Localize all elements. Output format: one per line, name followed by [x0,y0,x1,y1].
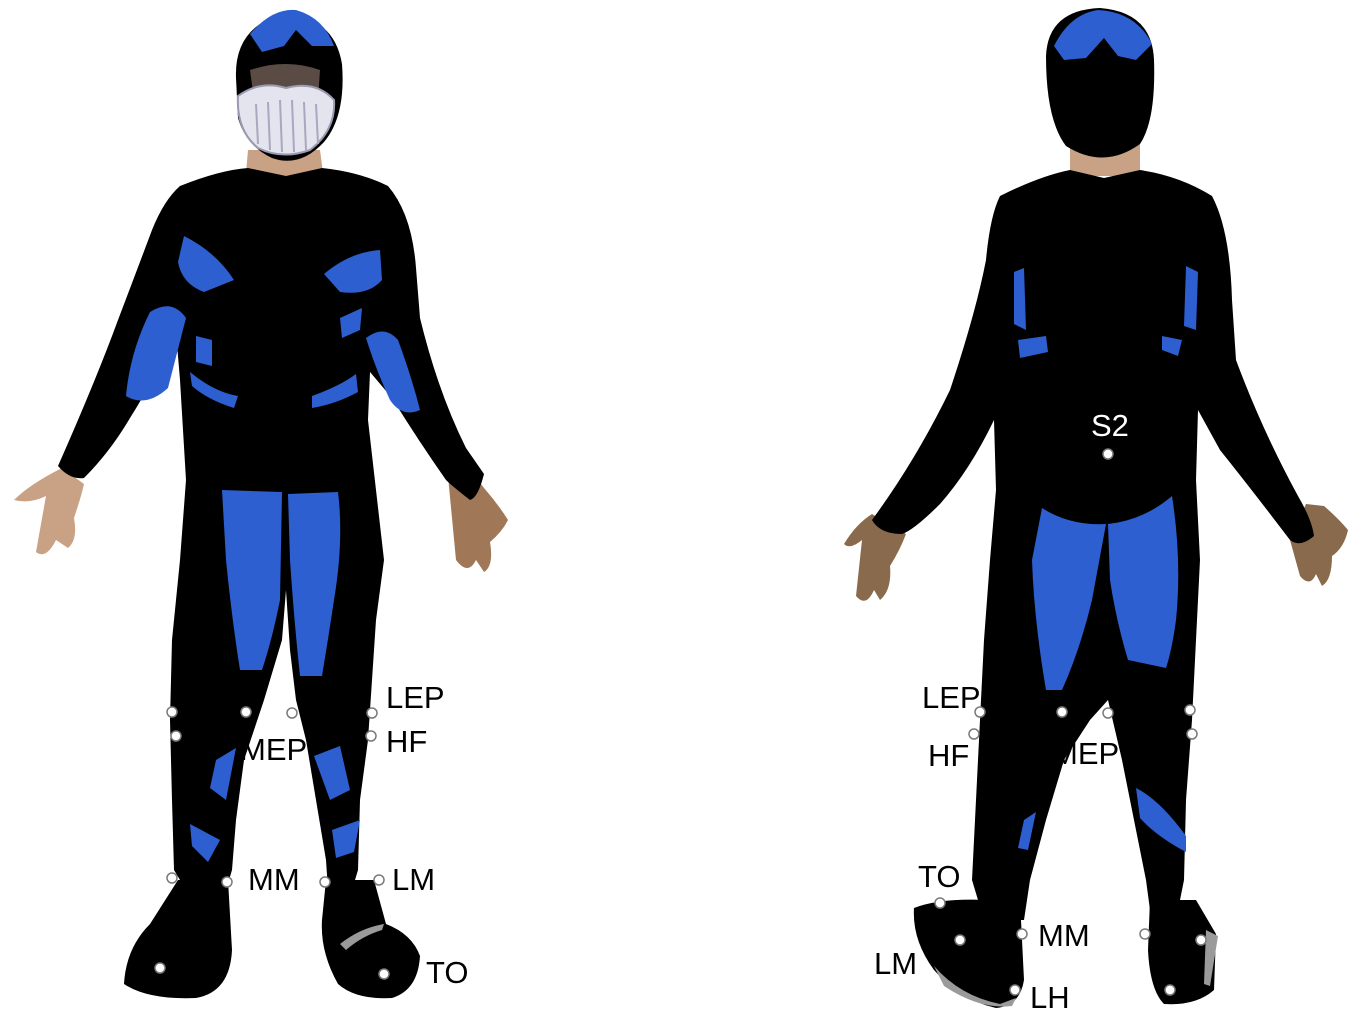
front-rib-panel-left [196,336,212,366]
front-label-lep: LEP [386,680,445,715]
back-side-panel-right [1184,266,1198,330]
marker-front-lm-right [374,875,384,885]
front-label-mep: MEP [240,732,307,767]
front-right-foot [322,880,420,998]
front-left-hand [14,468,84,554]
marker-back-lep-right [1185,705,1195,715]
back-side-panel-left [1014,268,1026,330]
back-figure [844,8,1348,1008]
back-label-mep: MEP [1052,736,1119,771]
back-label-to: TO [918,859,961,894]
marker-back-mm-right [1140,929,1150,939]
marker-front-mm-left [222,877,232,887]
marker-front-hf-left [171,731,181,741]
front-label-to: TO [426,955,469,990]
marker-front-lep-left [167,707,177,717]
back-label-mm: MM [1038,918,1090,953]
marker-back-mm-left [1017,929,1027,939]
marker-back-mep-right [1103,708,1113,718]
front-figure [14,10,508,998]
front-label-hf: HF [386,724,427,759]
back-label-lm: LM [874,946,917,981]
marker-back-hf-right [1187,729,1197,739]
marker-front-mep-left [241,707,251,717]
marker-back-lm-right [1196,935,1206,945]
marker-back-mep-left [1057,707,1067,717]
back-left-foot [914,900,1024,1008]
marker-back-lh-right [1165,985,1175,995]
marker-front-hf-right [366,731,376,741]
back-label-lep: LEP [922,680,981,715]
back-label-hf: HF [928,738,969,773]
marker-front-mep-right [287,708,297,718]
marker-back-lm-left [955,935,965,945]
front-left-foot [124,880,232,998]
marker-front-lm-left [167,873,177,883]
back-label-lh: LH [1030,980,1070,1012]
back-label-s2: S2 [1091,408,1129,443]
marker-front-lep-right [367,708,377,718]
front-label-mm: MM [248,862,300,897]
marker-front-to-left [155,963,165,973]
marker-front-to-right [379,969,389,979]
marker-back-hf-left [969,729,979,739]
marker-back-lh-left [1010,985,1020,995]
front-label-lm: LM [392,862,435,897]
marker-front-mm-right [320,877,330,887]
marker-back-to-left [935,898,945,908]
marker-back-s2 [1103,449,1113,459]
